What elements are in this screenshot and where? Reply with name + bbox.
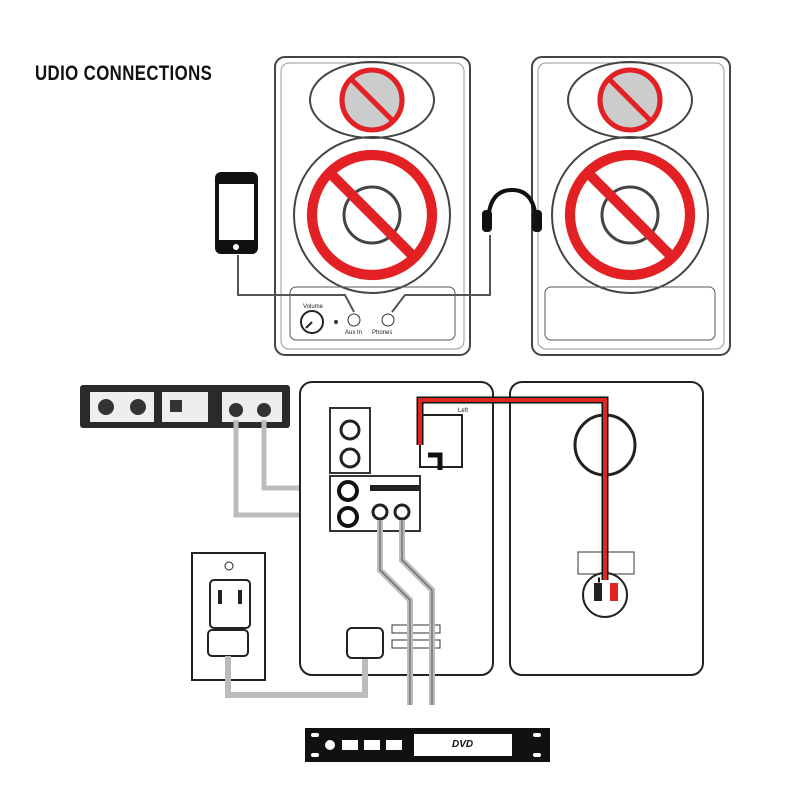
headphone-cable (391, 235, 491, 313)
power-cable (225, 655, 368, 698)
aux-in-jack[interactable] (347, 313, 361, 327)
volume-label: Volume (303, 304, 324, 310)
dvd-player: DVD (305, 728, 550, 762)
dvd-logo: DVD (452, 739, 473, 750)
left-speaker-rear (299, 381, 494, 676)
phones-label: Phones (372, 330, 392, 336)
rca-input-jack[interactable] (371, 503, 389, 521)
audio-interface (80, 385, 290, 428)
diagram-title: UDIO CONNECTIONS (35, 62, 213, 85)
phones-jack[interactable] (381, 313, 395, 327)
left-channel-label: Left (458, 408, 468, 414)
balanced-input-jack[interactable] (337, 480, 359, 502)
left-speaker-front: Volume Aux In Phones (274, 56, 471, 356)
aux-cable (237, 255, 355, 313)
aux-in-label: Aux In (345, 330, 362, 336)
right-speaker-front (531, 56, 731, 356)
rca-input-jack[interactable] (393, 503, 411, 521)
headphones-icon (482, 187, 542, 232)
balanced-input-jack[interactable] (337, 506, 359, 528)
power-plug (346, 627, 384, 659)
speaker-wire (416, 396, 609, 583)
smartphone-icon (215, 172, 258, 254)
